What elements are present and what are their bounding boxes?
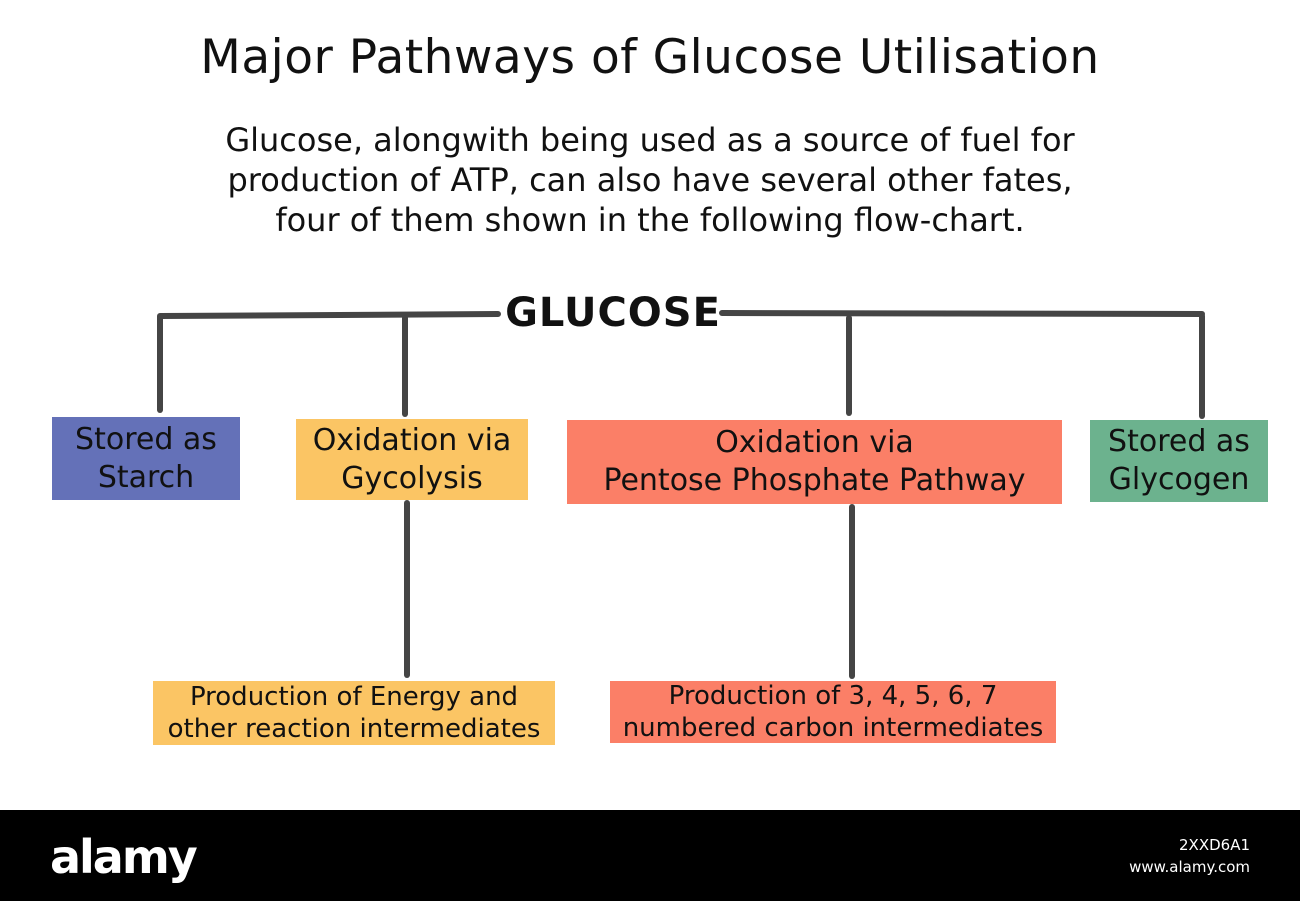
- glucose-root-label: GLUCOSE: [505, 290, 721, 336]
- intro-line: Glucose, alongwith being used as a sourc…: [225, 121, 1075, 159]
- intro-line: production of ATP, can also have several…: [227, 161, 1073, 199]
- intro-text: Glucose, alongwith being used as a sourc…: [150, 120, 1150, 240]
- box-label: Glycogen: [1108, 462, 1250, 497]
- flowchart-connectors: [157, 310, 1205, 679]
- box-stored-as-glycogen: Stored as Glycogen: [1090, 420, 1268, 502]
- box-stored-as-starch: Stored as Starch: [52, 417, 240, 500]
- watermark-bar: alamy 2XXD6A1 www.alamy.com: [0, 810, 1300, 901]
- box-label: Stored as: [75, 421, 217, 457]
- root-bar-right: [719, 310, 1205, 317]
- box-label: Oxidation via: [312, 422, 512, 458]
- box-label: Pentose Phosphate Pathway: [603, 463, 1026, 498]
- box-label: Stored as: [1108, 424, 1250, 459]
- box-label: other reaction intermediates: [167, 714, 541, 744]
- box-label: Oxidation via: [715, 425, 914, 460]
- box-label: numbered carbon intermediates: [622, 713, 1044, 743]
- page-title: Major Pathways of Glucose Utilisation: [200, 30, 1100, 85]
- box-energy-production: Production of Energy and other reaction …: [153, 681, 555, 745]
- alamy-logo: alamy: [50, 830, 198, 884]
- box-oxidation-pentose-phosphate: Oxidation via Pentose Phosphate Pathway: [567, 420, 1062, 504]
- image-id: 2XXD6A1: [1179, 836, 1250, 854]
- watermark-url: www.alamy.com: [1129, 858, 1250, 876]
- image-id-block: 2XXD6A1 www.alamy.com: [1129, 834, 1250, 878]
- box-label: Production of Energy and: [189, 682, 519, 712]
- intro-line: four of them shown in the following flow…: [275, 201, 1025, 239]
- box-label: Gycolysis: [341, 460, 483, 496]
- box-carbon-intermediates: Production of 3, 4, 5, 6, 7 numbered car…: [610, 681, 1056, 743]
- box-label: Starch: [97, 459, 195, 495]
- root-bar-left: [158, 311, 501, 319]
- box-label: Production of 3, 4, 5, 6, 7: [668, 681, 998, 711]
- box-oxidation-glycolysis: Oxidation via Gycolysis: [296, 419, 528, 500]
